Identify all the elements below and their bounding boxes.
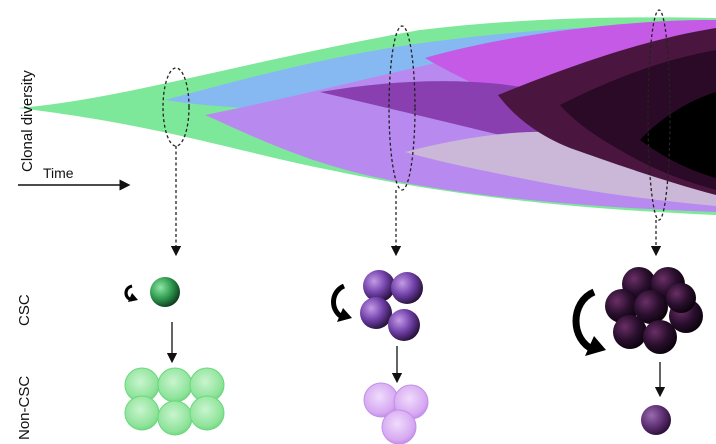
black-clone-band [640,92,716,178]
sample-ellipse-early [162,67,190,147]
stage-intermediate [331,270,429,444]
fish-plot [18,17,716,216]
time-label: Time [43,165,74,181]
stage-early [124,277,225,436]
sample-ellipse-late [647,9,671,221]
non-csc-cluster [124,367,225,436]
sample-ellipse-intermediate [388,25,416,191]
y-axis-label: Clonal diversity [19,70,36,172]
self-renewal-arrow-icon [572,288,596,354]
non-csc-row-label: Non-CSC [16,375,33,440]
csc-cluster [605,267,703,354]
sampling-markers [162,9,671,257]
non-csc-cluster [363,382,429,444]
self-renewal-arrowhead-icon [585,336,606,356]
non-csc-cell [641,405,671,435]
csc-cluster [360,270,423,341]
csc-row-label: CSC [16,294,33,326]
self-renewal-arrowhead-icon [337,308,352,322]
self-renewal-arrowhead-icon [128,293,138,302]
stage-late [572,267,703,435]
csc-cell [150,277,180,307]
